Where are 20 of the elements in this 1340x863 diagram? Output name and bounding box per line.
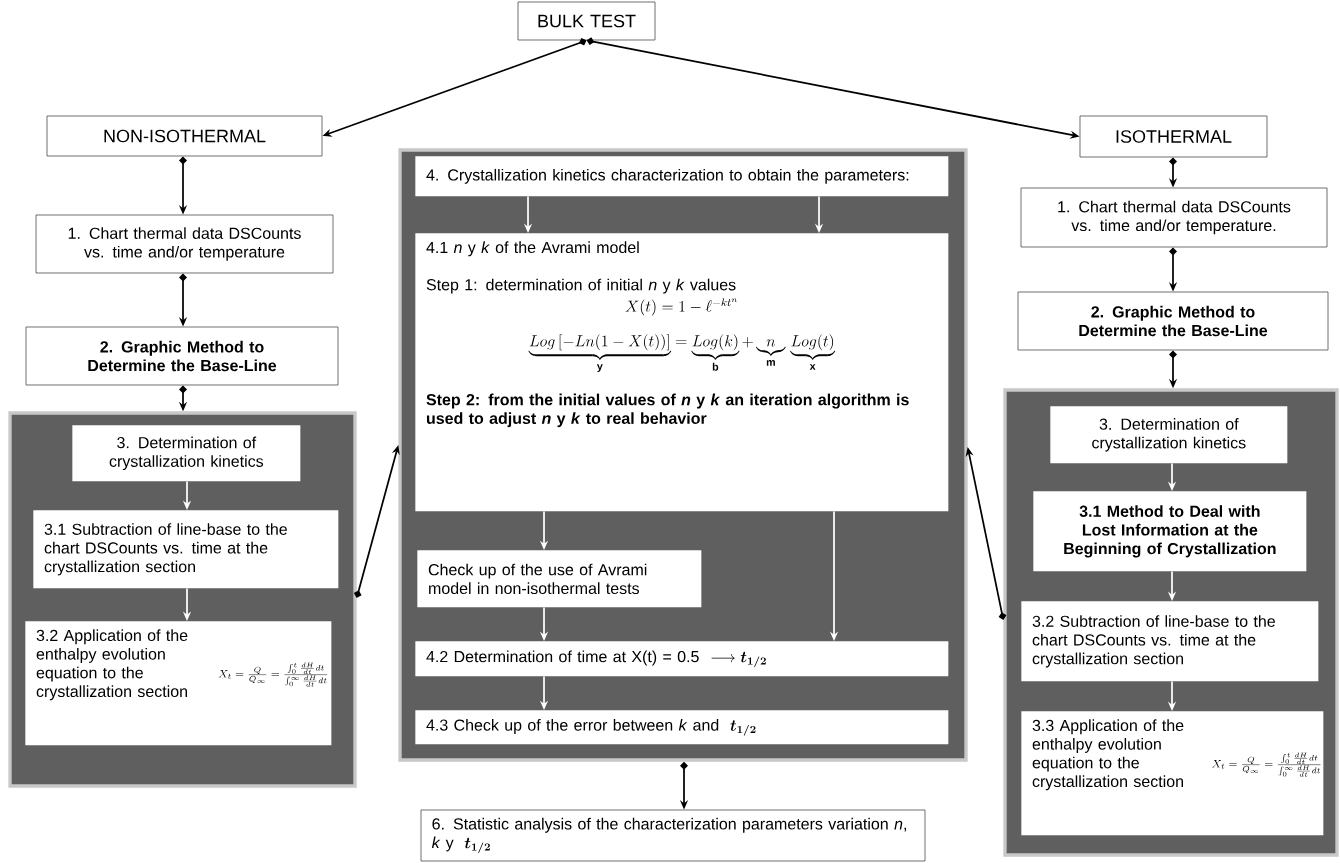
process-box: 6. Statistic analysis of the characterization parameters variation n, k y $\boldsymbol{t_{1/2}}$ [420,809,926,862]
process-box: 3.1 Subtraction of line-base to the chart DSCounts vs. time at the crystallization section [33,510,339,589]
process-box: 4.2 Determination of time at X(t) = 0.5 $\longrightarrow \boldsymbol{t_{1/2}}$ [415,641,949,677]
process-box: 3.3 Application of the enthalpy evolution equation to the crystallization section $X_t=\frac{Q}{Q_\infty}=\frac{\int_0^t\frac{dH}{dt}dt}{\int_0^\infty\frac{dH}{dt}dt}$ [1021,711,1324,836]
process-box: Check up of the use of Avrami model in non-isothermal tests [417,550,702,608]
process-box: 3.2 Subtraction of line-base to the chart DSCounts vs. time at the crystallization section [1021,601,1319,682]
process-box: 2. Graphic Method to Determine the Base-Line [25,326,339,386]
process-box: 4. Crystallization kinetics characterization to obtain the parameters: [415,156,949,197]
process-box: 4.1 n y k of the Avrami model Step 1: determination of initial n y k values $X(t)=1-\ell^{-kt^{n}}$ $\underbrace{Log\left[-Ln(1-X(t))\right]}_{\mathbf{y}} = \underbrace{Log(k)}_{\mathbf{b}} + \underbrace{n}_{\mathbf{m}}\,\underbrace{Log(t)}_{\mathbf{x}}$ Step 2: from the initial values of n y k an iteration algorithm is used to adjust n y k to real behavior [415,233,949,512]
process-box: ISOTHERMAL [1079,115,1268,158]
process-box: NON-ISOTHERMAL [46,115,323,157]
process-box: BULK TEST [517,1,656,41]
process-box: 3. Determination of crystallization kinetics [72,425,301,482]
process-box: 3.2 Application of the enthalpy evolution equation to the crystallization section $X_t=\frac{Q}{Q_\infty}=\frac{\int_0^t\frac{dH}{dt}dt}{\int_0^\infty\frac{dH}{dt}dt}$ [25,621,332,746]
process-box: 1. Chart thermal data DSCounts vs. time and/or temperature. [1020,187,1328,248]
process-box: 3. Determination of crystallization kinetics [1050,406,1288,464]
process-box: 3.1 Method to Deal with Lost Information at the Beginning of Crystallization [1033,491,1307,572]
process-box: 4.3 Check up of the error between k and $\boldsymbol{t_{1/2}}$ [415,710,949,745]
process-box: 2. Graphic Method to Determine the Base-Line [1017,291,1329,351]
process-box: 1. Chart thermal data DSCounts vs. time and/or temperature [35,214,334,274]
